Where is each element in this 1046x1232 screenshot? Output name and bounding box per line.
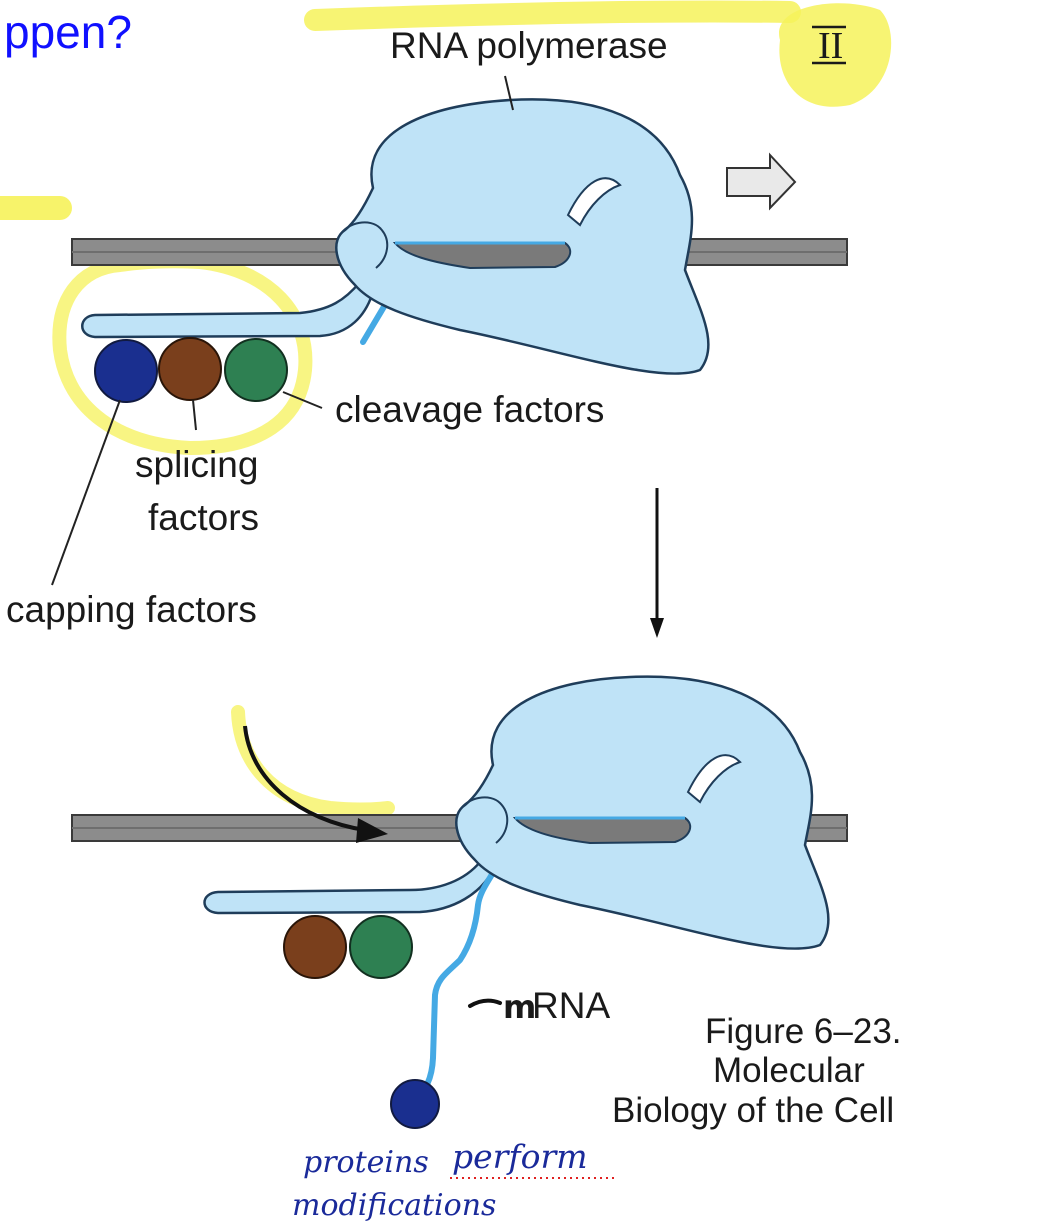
handwritten-annotation: proteins perform modifications	[292, 1137, 615, 1223]
polymerase-cleft-top	[392, 242, 572, 270]
cleavage-factor-top	[224, 338, 288, 402]
polymerase-jaw-bottom	[686, 754, 742, 804]
handwriting-modifications: modifications	[292, 1188, 496, 1223]
top-stage: RNA polymerase II cleavage factors splic…	[6, 25, 848, 630]
cleavage-factors-label: cleavage factors	[335, 389, 604, 430]
rna-polymerase-bottom	[455, 675, 830, 950]
stage-transition-arrow	[650, 488, 664, 638]
mrna-label-m: m	[503, 988, 536, 1026]
handwriting-proteins: proteins	[303, 1145, 429, 1180]
capping-factor-top	[94, 339, 158, 403]
rna-polymerase-roman: II	[818, 25, 843, 67]
rna-strand-top	[360, 302, 388, 345]
polymerase-tail-bottom	[203, 860, 494, 915]
splicing-factor-top	[158, 337, 222, 401]
polymerase-tail-top	[81, 280, 374, 339]
figure-caption: Figure 6–23. Molecular Biology of the Ce…	[612, 1012, 902, 1130]
capping-factor-bottom	[390, 1079, 440, 1129]
slide-title-fragment: ppen?	[4, 6, 132, 58]
highlight-top-right-blob	[779, 3, 892, 107]
bottom-stage: m RNA	[71, 675, 848, 1129]
rna-polymerase-top	[335, 98, 710, 375]
mrna-label-rna: RNA	[532, 985, 610, 1026]
rna-polymerase-label: RNA polymerase	[390, 25, 668, 66]
highlight-arrow-stroke	[231, 705, 395, 817]
capping-move-arrow	[243, 725, 366, 832]
mrna-strand-bottom	[413, 857, 503, 1103]
handwriting-perform: perform	[452, 1137, 588, 1176]
polymerase-cleft-bottom	[512, 817, 692, 845]
caption-line-2: Molecular	[713, 1051, 865, 1090]
caption-line-3: Biology of the Cell	[612, 1091, 894, 1130]
splicing-factors-label-line2: factors	[148, 497, 259, 538]
direction-arrow-icon	[726, 152, 797, 211]
highlight-top-stroke	[304, 0, 801, 31]
splicing-factors-label-line1: splicing	[135, 444, 258, 485]
caption-line-1: Figure 6–23.	[705, 1012, 902, 1051]
capping-factors-label: capping factors	[6, 589, 257, 630]
polymerase-jaw-top	[566, 177, 622, 227]
splicing-factor-bottom	[283, 915, 347, 979]
cleavage-factor-bottom	[349, 915, 413, 979]
